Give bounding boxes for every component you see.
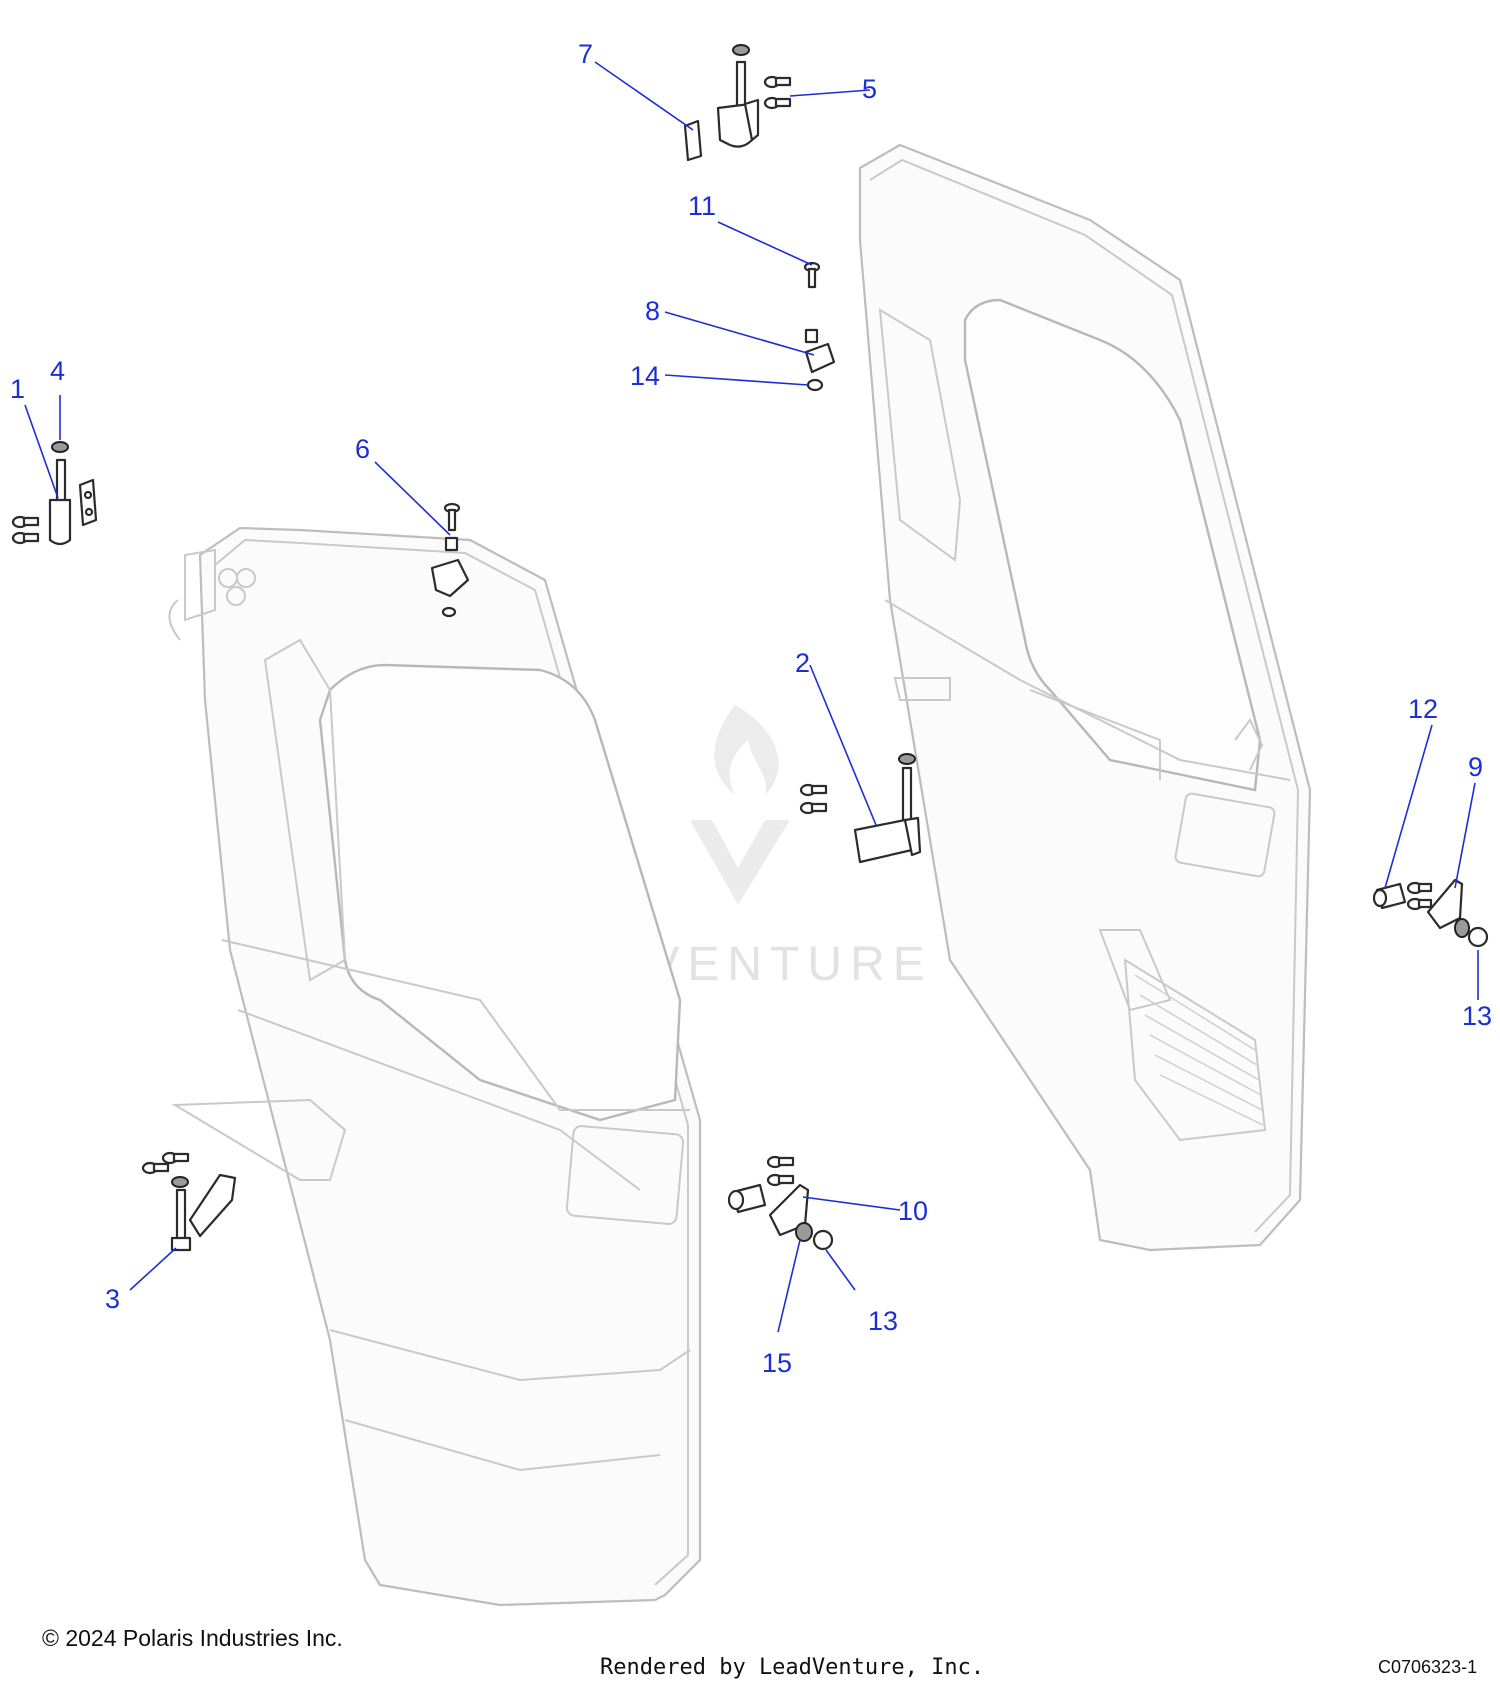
left-door-lower-strap [171,1098,347,1181]
part-3-bolts [141,1151,190,1175]
part-9-striker-bracket [1406,878,1464,930]
part-1-upper-hinge [48,458,98,546]
callout-13-right: 13 [1462,1001,1492,1031]
callout-1: 1 [10,374,25,404]
part-2-lower-hinge [853,753,922,864]
callout-14: 14 [630,361,660,391]
right-door-window [963,298,1262,792]
part-8-spacer [804,328,819,344]
left-door-panel [168,526,702,1607]
part-2-bolts [799,783,828,815]
callout-2: 2 [795,648,810,678]
part-8-striker-bracket [804,342,836,374]
part-6-striker-assembly [430,502,470,618]
part-5-upper-hinge-assembly [716,44,760,148]
callout-6: 6 [355,434,370,464]
part-3-lower-hinge [170,1173,237,1252]
rendered-by-text: Rendered by LeadVenture, Inc. [600,1655,985,1680]
leader-lines [24,61,1479,1333]
part-1-bolts [11,515,40,545]
figure-id: C0706323-1 [1378,1657,1478,1677]
part-4-washer [51,441,69,453]
callout-8: 8 [645,296,660,326]
copyright-text: © 2024 Polaris Industries Inc. [42,1625,343,1651]
part-13-nut-lower [812,1229,834,1251]
part-15-washer [795,1222,813,1242]
part-13-washer-right [1454,918,1470,938]
part-12-striker-pin [1372,882,1407,910]
part-10-striker-bracket [727,1155,810,1237]
watermark-logo-icon [690,705,790,905]
callout-10: 10 [898,1196,928,1226]
part-11-screw [803,261,821,289]
callout-7: 7 [578,39,593,69]
callout-labels: 1 2 3 4 5 6 7 8 9 10 11 12 13 13 14 15 [10,39,1492,1378]
callout-13-lower: 13 [868,1306,898,1336]
callout-4: 4 [50,356,65,386]
part-13-nut-right [1467,926,1489,948]
part-5-bolts [763,75,792,110]
right-door-panel [858,143,1312,1252]
callout-12: 12 [1408,694,1438,724]
callout-3: 3 [105,1284,120,1314]
left-door-window [318,663,682,1122]
callout-11: 11 [688,191,716,221]
part-7-hinge-plate [683,119,703,162]
callout-5: 5 [862,74,877,104]
callout-15: 15 [762,1348,792,1378]
part-14-nut [806,378,824,392]
callout-9: 9 [1468,752,1483,782]
right-door-speaker-grille [1123,958,1267,1142]
